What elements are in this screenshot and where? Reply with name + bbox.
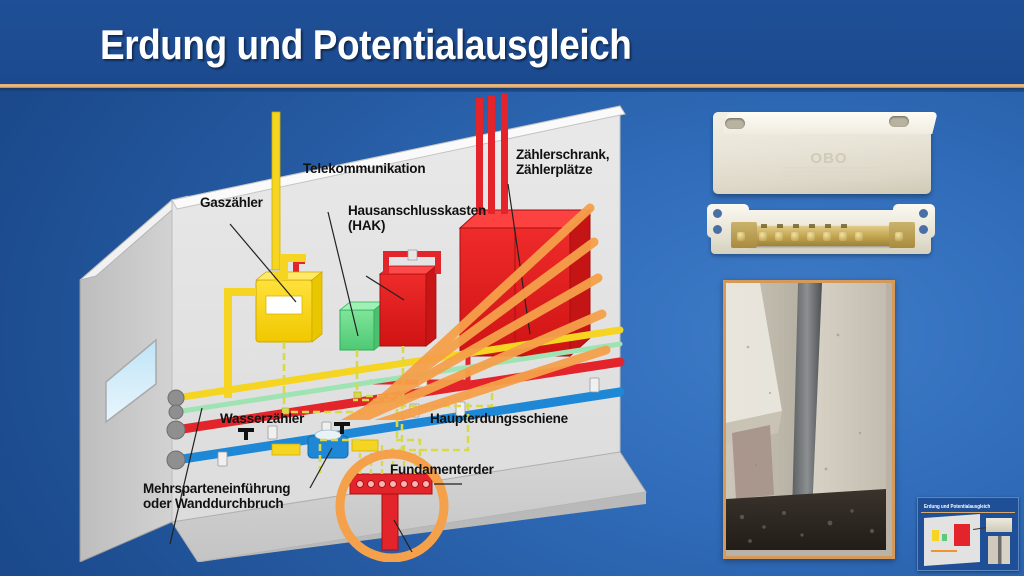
busbar-screw-4 — [791, 232, 799, 241]
label-hausanschlusskasten: Hausanschlusskasten (HAK) — [348, 203, 487, 233]
busbar-screw-9 — [895, 232, 903, 241]
busbar-slot-5 — [825, 224, 831, 228]
busbar-screw-7 — [839, 232, 847, 241]
thumbnail-photo-foundation — [988, 536, 1010, 564]
callout-stripes — [150, 100, 750, 471]
busbar-slot-1 — [761, 224, 767, 228]
busbar-ear-hole-c — [919, 209, 928, 218]
busbar-ear-hole-a — [713, 209, 722, 218]
label-mehrsparteneinfuehrung: Mehrsparteneinführung oder Wanddurchbruc… — [143, 481, 291, 511]
busbar-embossed-text — [783, 167, 879, 181]
foundation-photo-svg — [726, 283, 886, 550]
busbar-slot-6 — [841, 224, 847, 228]
label-fundamenterder: Fundamenterder — [390, 462, 494, 477]
thumbnail-photo-busbar — [986, 518, 1012, 532]
label-haupterdungsschiene: Haupterdungsschiene — [430, 411, 568, 426]
thumbnail-title: Erdung und Potentialausgleich — [924, 504, 991, 510]
thumbnail-gas-meter — [932, 530, 939, 541]
room-svg — [79, 94, 647, 562]
busbar-screw-2 — [759, 232, 767, 241]
title-divider — [0, 84, 1024, 88]
room-illustration — [60, 92, 660, 562]
busbar-brand-logo: OBO — [810, 150, 848, 167]
callout-stripes-svg — [241, 203, 611, 471]
busbar-mount-hole-left — [725, 118, 745, 129]
busbar-screw-5 — [807, 232, 815, 241]
busbar-brass-rail — [749, 226, 893, 246]
label-zaehlerschrank: Zählerschrank, Zählerplätze — [516, 147, 610, 177]
thumbnail-divider — [921, 512, 1015, 513]
busbar-ear-hole-b — [713, 225, 722, 234]
busbar-ear-hole-d — [919, 225, 928, 234]
label-gaszaehler: Gaszähler — [200, 195, 263, 210]
photo-foundation-earth-electrode — [723, 280, 895, 559]
thumbnail-cabinet — [954, 524, 970, 546]
busbar-screw-6 — [823, 232, 831, 241]
label-telekommunikation: Telekommunikation — [303, 161, 426, 176]
thumbnail-telecom-box — [942, 534, 947, 541]
label-wasserzaehler: Wasserzähler — [220, 411, 305, 426]
busbar-base-assembly — [705, 202, 937, 264]
title-band — [0, 0, 1024, 86]
title-divider-shadow — [0, 88, 1024, 92]
photo-equipotential-bonding-bar: OBO — [705, 108, 940, 268]
thumbnail-callout — [931, 550, 957, 552]
busbar-screw-3 — [775, 232, 783, 241]
slide-thumbnail[interactable]: Erdung und Potentialausgleich — [917, 497, 1019, 571]
busbar-slot-3 — [793, 224, 799, 228]
busbar-slot-2 — [777, 224, 783, 228]
page-title: Erdung und Potentialausgleich — [100, 21, 632, 68]
busbar-screw-1 — [737, 232, 745, 241]
busbar-slot-4 — [809, 224, 815, 228]
busbar-mount-hole-right — [889, 116, 909, 127]
busbar-screw-8 — [855, 232, 863, 241]
busbar-cover: OBO — [713, 112, 938, 194]
